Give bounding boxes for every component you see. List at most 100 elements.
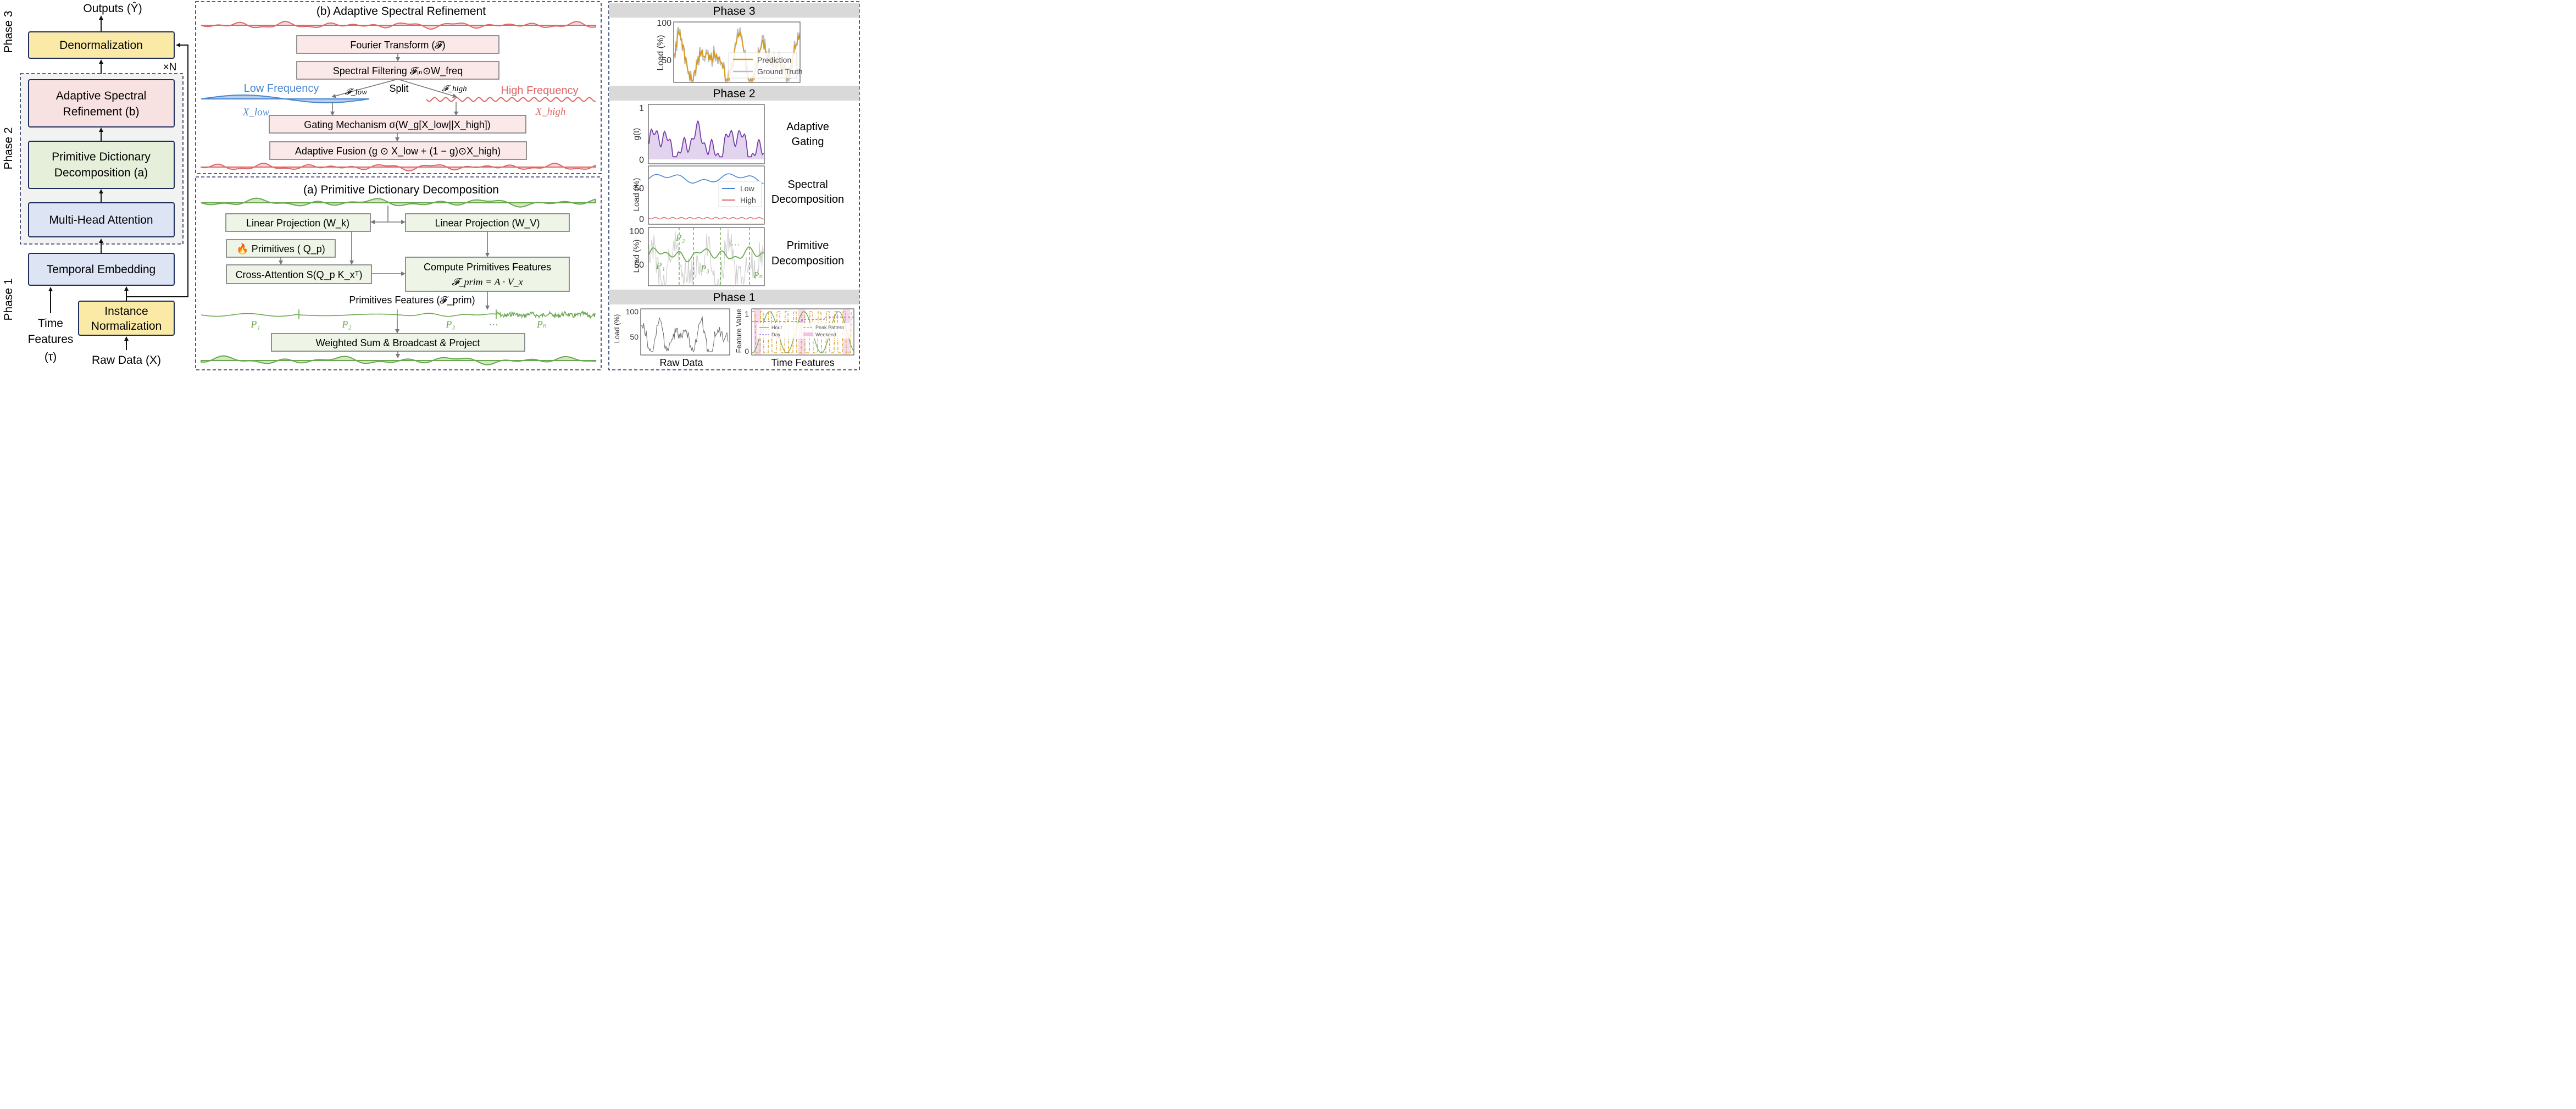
high-frequency-wave	[426, 97, 596, 102]
temporal-embedding-box	[28, 253, 175, 286]
time-features-line3: (τ)	[45, 351, 57, 363]
fusion-label: Adaptive Fusion (g ⊙ X_low + (1 − g)⊙X_h…	[295, 146, 501, 157]
f-high-label: 𝓕_high	[442, 85, 467, 93]
prim-tick-50: 50	[634, 260, 644, 270]
tf-tick-0: 0	[745, 347, 749, 356]
weighted-sum-label: Weighted Sum & Broadcast & Project	[316, 337, 480, 348]
prim-pn-label: Pₙ	[753, 270, 763, 280]
gating-label: Gating Mechanism σ(W_g[X_low||X_high])	[304, 119, 491, 131]
spectral-panel-label-2: Decomposition	[771, 193, 844, 206]
low-line	[648, 173, 764, 184]
compute-features-box	[405, 257, 570, 292]
right-phase3-title: Phase 3	[713, 5, 755, 18]
time-features-line1: Time	[38, 317, 63, 330]
segment-p1-label: P₁	[250, 319, 260, 330]
filtering-label: Spectral Filtering 𝓕ᵢₙ⊙W_freq	[333, 65, 463, 77]
spec-legend-low: Low	[740, 184, 755, 193]
hour-line	[752, 311, 854, 353]
compute-features-line2: 𝓕_prim = A · V_x	[452, 276, 523, 287]
fourier-box	[296, 35, 499, 54]
prim-tick-100: 100	[629, 227, 644, 236]
gate-tick-1: 1	[639, 104, 644, 113]
spectral-refinement-panel: (b) Adaptive Spectral Refinement Fourier…	[195, 1, 602, 174]
primitives-box	[226, 239, 336, 258]
gating-box	[269, 115, 526, 134]
compute-features-line1: Compute Primitives Features	[424, 262, 551, 273]
denormalization-box	[28, 31, 175, 59]
spec-tick-0: 0	[639, 215, 644, 224]
cross-attention-box	[226, 264, 372, 284]
prim-ylabel: Load (%)	[632, 240, 641, 273]
gating-panel-label-1: Adaptive	[786, 121, 829, 133]
gating-line	[648, 120, 764, 158]
spectral-title: (b) Adaptive Spectral Refinement	[317, 5, 486, 18]
segment-p3-label: P₃	[445, 319, 455, 330]
spectral-panel-label-1: Spectral	[787, 179, 828, 191]
filtering-box	[296, 61, 499, 80]
prim-p3-label: P₃	[700, 263, 709, 274]
architecture-diagram: Phase 3 Phase 2 Phase 1 Outputs (Ŷ) Deno…	[2, 1, 860, 370]
primitive-title: (a) Primitive Dictionary Decomposition	[303, 184, 499, 196]
prim-p1-label: P₁	[656, 260, 665, 271]
fusion-box	[269, 141, 527, 160]
tf-legend-weekend: Weekend	[815, 332, 836, 337]
tf-legend-hour: Hour	[771, 325, 782, 330]
gate-ylabel: g(t)	[632, 128, 641, 141]
x-low-label: X_low	[242, 107, 270, 118]
prim-dots-label: ···	[731, 239, 740, 249]
instance-norm-line2: Normalization	[91, 320, 162, 332]
raw-data-line	[641, 316, 729, 353]
p3-tick-100: 100	[657, 19, 671, 28]
times-n-label: ×N	[163, 62, 177, 73]
outputs-label: Outputs (Ŷ)	[83, 2, 142, 15]
cross-attention-label: Cross-Attention S(Q_p K_xᵀ)	[236, 269, 363, 281]
phase1-label: Phase 1	[2, 278, 15, 320]
gating-area	[649, 121, 764, 159]
f-low-label: 𝓕_low	[345, 88, 367, 97]
primitive-panel-label-1: Primitive	[787, 240, 829, 252]
right-phase1-title: Phase 1	[713, 291, 755, 304]
raw-data-plot	[640, 308, 730, 356]
asr-label-line1: Adaptive Spectral	[56, 90, 147, 102]
linear-projection-v-label: Linear Projection (W_V)	[435, 218, 540, 229]
linear-projection-k-box	[225, 213, 371, 232]
high-frequency-label: High Frequency	[501, 85, 578, 97]
right-phase2-title: Phase 2	[713, 87, 755, 100]
temporal-embedding-label: Temporal Embedding	[47, 263, 156, 276]
prim-p2-label: P₂	[675, 232, 685, 243]
left-pipeline: Phase 3 Phase 2 Phase 1 Outputs (Ŷ) Deno…	[2, 2, 188, 367]
primitive-line	[648, 246, 764, 263]
primitive-panel-label-2: Decomposition	[771, 255, 844, 267]
mha-box	[28, 202, 175, 237]
tf-legend-peak: Peak Pattern	[815, 325, 844, 330]
segment-p2-label: P₂	[341, 319, 351, 330]
tf-ylabel: Feature Value	[735, 309, 743, 353]
phase3-label: Phase 3	[2, 10, 15, 53]
raw-tick-50: 50	[630, 332, 639, 341]
p3-tick-50: 50	[662, 56, 671, 65]
linear-projection-k-label: Linear Projection (W_k)	[246, 218, 349, 229]
primitives-label: 🔥 Primitives ( Q_p)	[236, 243, 325, 255]
tf-tick-1: 1	[745, 309, 749, 318]
low-frequency-label: Low Frequency	[244, 82, 319, 95]
tf-legend-day: Day	[771, 332, 781, 337]
p3-ylabel: Load (%)	[656, 35, 665, 71]
p3-legend-prediction: Prediction	[757, 56, 791, 64]
right-panels: Phase 3 Load (%) 100 50 Prediction Groun…	[608, 1, 860, 370]
linear-projection-v-box	[405, 213, 570, 232]
phase2-label: Phase 2	[2, 127, 15, 169]
asr-box	[28, 79, 175, 127]
mha-label: Multi-Head Attention	[49, 214, 153, 226]
output-wave-red	[201, 163, 597, 171]
primitives-features-label: Primitives Features (𝓕_prim)	[349, 295, 475, 306]
primitive-ground-truth-line	[648, 228, 764, 285]
raw-ylabel: Load (%)	[613, 314, 621, 343]
high-line	[648, 217, 764, 220]
gating-panel-label-2: Gating	[792, 136, 824, 148]
pdd-box	[28, 141, 175, 189]
x-high-label: X_high	[535, 106, 566, 118]
split-label: Split	[389, 83, 408, 94]
asr-label-line2: Refinement (b)	[63, 106, 140, 118]
raw-data-label: Raw Data (X)	[92, 354, 161, 367]
spec-legend-high: High	[740, 196, 756, 204]
